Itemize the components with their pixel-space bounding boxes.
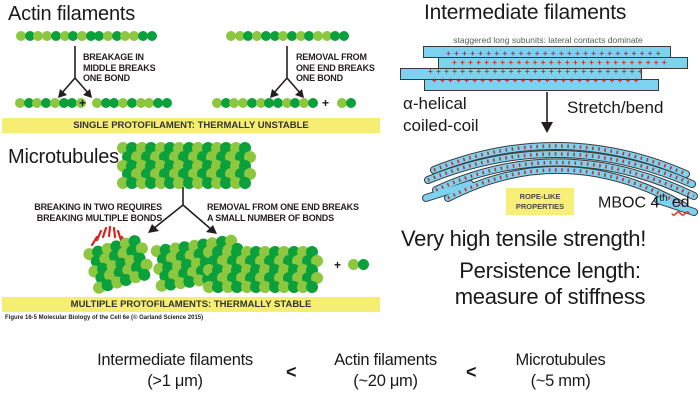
lateral-contacts: +++++++++++++++++++++++++++ — [428, 68, 646, 76]
comparison-value: (~5 mm) — [530, 372, 591, 390]
fork-arrow-icon — [270, 46, 304, 98]
actin-banner: SINGLE PROTOFILAMENT: THERMALLY UNSTABLE — [2, 118, 380, 133]
fork-arrow-icon — [148, 187, 217, 234]
lateral-contacts: +++++++++++++++++++++++++++ — [446, 50, 664, 58]
comparison-name: Microtubules — [515, 351, 606, 369]
comparison-value: (>1 μm) — [147, 372, 203, 390]
tensile-statement: Very high tensile strength! — [401, 226, 647, 251]
lateral-contacts: ++++++++++++++++++++++++++ — [432, 77, 642, 85]
mboc-superscript: th — [659, 193, 668, 204]
intermediate-title: Intermediate filaments — [424, 1, 627, 24]
mboc-ed: ed — [671, 194, 690, 212]
less-than-sign: < — [286, 362, 297, 382]
fork-arrow-icon — [58, 46, 92, 98]
persistence-statement: Persistence length: measure of stiffness — [454, 258, 646, 309]
plus-sign: + — [79, 96, 87, 110]
stretch-bend-label: Stretch/bend — [567, 98, 664, 117]
down-arrow-icon — [541, 92, 553, 133]
plus-sign: + — [322, 96, 330, 110]
comparison-name: Intermediate filaments — [97, 351, 253, 369]
microtubules-title: Microtubules — [8, 146, 119, 168]
figure-caption: Figure 16-5 Molecular Biology of the Cel… — [5, 315, 204, 321]
plus-sign: + — [334, 258, 342, 272]
mboc-text: MBOC 4 — [598, 194, 660, 212]
comparison-name: Actin filaments — [334, 351, 437, 369]
actin-title: Actin filaments — [8, 3, 136, 25]
comparison-value: (~20 μm) — [353, 372, 418, 390]
breaking-label: BREAKING IN TWO REQUIRES BREAKING MULTIP… — [34, 202, 162, 223]
breakage-label: BREAKAGE IN MIDDLE BREAKS ONE BOND — [83, 52, 156, 83]
comparison-intermediate: Intermediate filaments (>1 μm) — [82, 350, 268, 392]
rope-like-badge: ROPE-LIKE PROPERTIES — [506, 188, 574, 215]
microtubule-banner: MULTIPLE PROTOFILAMENTS: THERMALLY STABL… — [2, 297, 380, 312]
lateral-contacts: +++++++++++++++++++++++++++ — [452, 59, 670, 67]
comparison-microtubules: Microtubules (~5 mm) — [498, 350, 623, 392]
removal-label: REMOVAL FROM ONE END BREAKS ONE BOND — [296, 52, 375, 83]
if-subunit-bar — [424, 79, 659, 91]
less-than-sign: < — [466, 362, 477, 382]
staggered-subtitle: staggered long subunits: lateral contact… — [453, 35, 643, 45]
removal-mt-label: REMOVAL FROM ONE END BREAKS A SMALL NUMB… — [207, 202, 359, 223]
alpha-helical-label: α-helical coiled-coil — [403, 94, 479, 135]
comparison-actin: Actin filaments (~20 μm) — [318, 350, 453, 392]
bent-filament-bundle — [422, 141, 698, 216]
